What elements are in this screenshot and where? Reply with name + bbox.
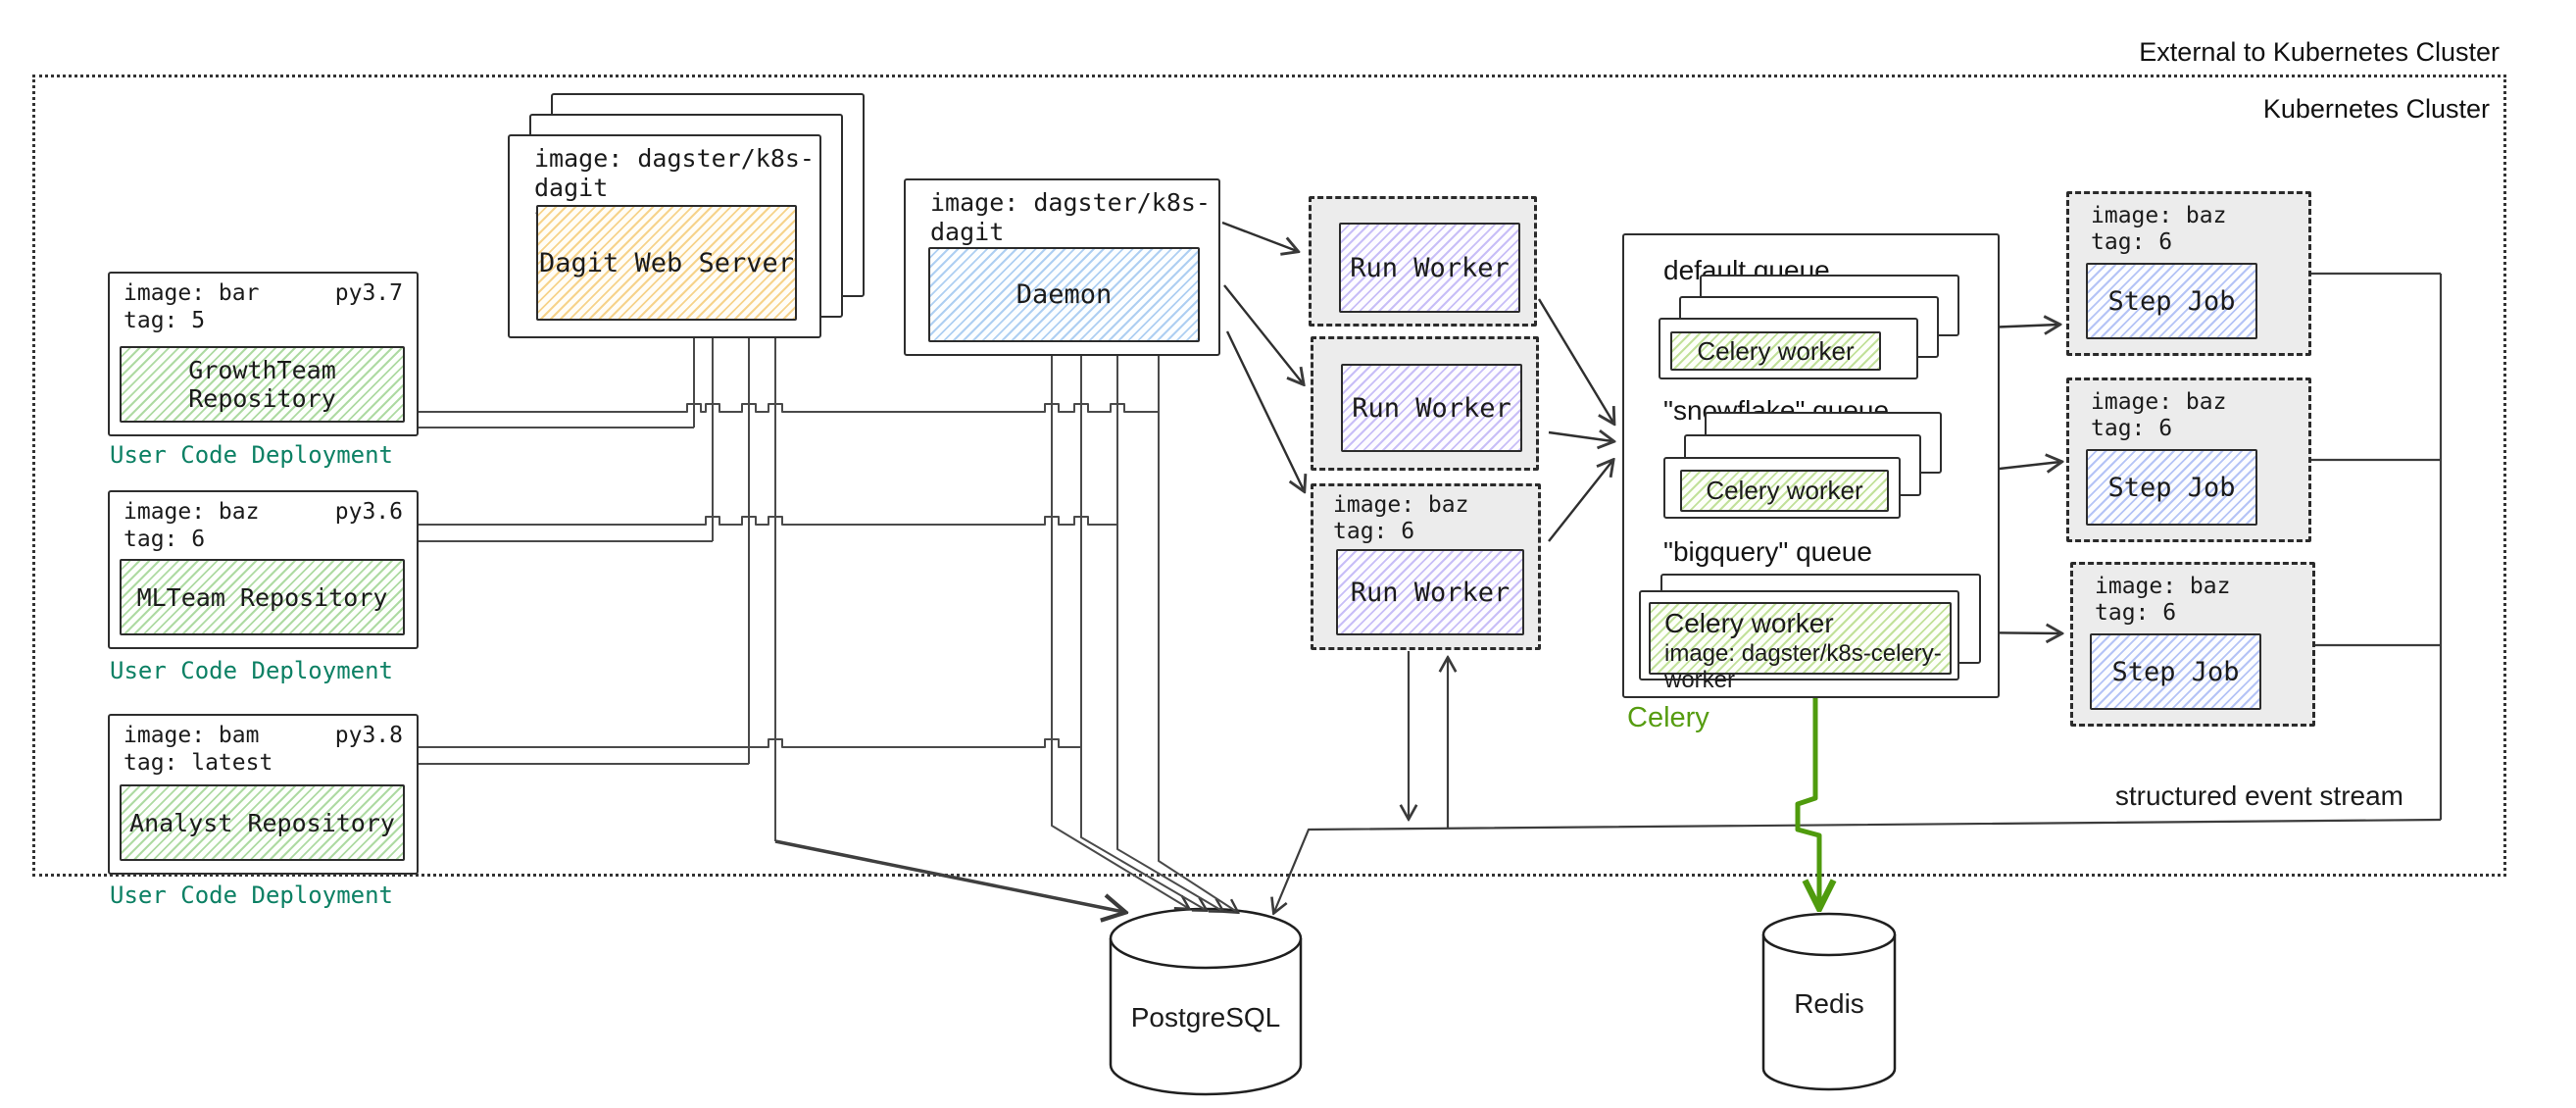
- repo-name-analyst: Analyst Repository: [120, 784, 405, 861]
- run-worker-tag-label: tag: 6: [1333, 519, 1415, 544]
- run-worker-3: Run Worker: [1336, 549, 1524, 635]
- repo-python-label: py3.6: [334, 499, 403, 525]
- structured-event-stream-label: structured event stream: [2114, 781, 2403, 811]
- dagit-box: image: dagster/k8s-dagit tag: 0.11.0 Dag…: [508, 134, 821, 338]
- step-job-1: Step Job: [2086, 263, 2257, 339]
- celery-worker-box: Celery worker: [1659, 318, 1918, 379]
- step-job-image-label: image: baz: [2091, 389, 2227, 415]
- repo-header: image: bar py3.7 tag: 5: [124, 279, 403, 334]
- redis-label: Redis: [1794, 988, 1864, 1019]
- run-worker-3-header: image: baz tag: 6: [1333, 492, 1468, 545]
- repo-python-label: py3.8: [334, 723, 403, 748]
- repo-image-label: image: bam: [124, 723, 260, 748]
- repo-name-growthteam: GrowthTeam Repository: [120, 346, 405, 423]
- step-job-image-label: image: baz: [2095, 574, 2231, 599]
- bigquery-queue-label: "bigquery" queue: [1663, 536, 1872, 567]
- run-worker-1: Run Worker: [1339, 223, 1520, 313]
- step-job-pod-1: image: baz tag: 6 Step Job: [2066, 191, 2311, 356]
- repo-header: image: baz py3.6 tag: 6: [124, 498, 403, 553]
- default-queue-stack: Celery worker: [1659, 275, 1959, 379]
- bigquery-queue-stack: Celery worker image: dagster/k8s-celery-…: [1639, 574, 1981, 693]
- daemon: Daemon: [928, 247, 1200, 342]
- step-job-pod-2: image: baz tag: 6 Step Job: [2066, 378, 2311, 542]
- repo-image-label: image: baz: [124, 499, 260, 525]
- repo-python-label: py3.7: [334, 280, 403, 306]
- repo-image-label: image: bar: [124, 280, 260, 306]
- snowflake-queue-stack: Celery worker: [1663, 412, 1942, 519]
- daemon-box: image: dagster/k8s-dagit tag: 0.11.0 Dae…: [904, 178, 1220, 356]
- dagit-web-server: Dagit Web Server: [536, 205, 797, 321]
- kubernetes-cluster-boundary: [32, 75, 2506, 877]
- run-worker-pod-3: image: baz tag: 6 Run Worker: [1311, 483, 1541, 650]
- run-worker-image-label: image: baz: [1333, 492, 1469, 518]
- step-job-tag-label: tag: 6: [2095, 600, 2177, 626]
- celery-caption: Celery: [1627, 702, 1709, 733]
- celery-worker-default: Celery worker: [1670, 331, 1881, 371]
- step-job-image-label: image: baz: [2091, 203, 2227, 228]
- repo-tag-label: tag: 5: [124, 308, 206, 333]
- dagit-stack: image: dagster/k8s-dagit tag: 0.11.0 Dag…: [508, 93, 865, 338]
- repo-box-analyst: image: bam py3.8 tag: latest Analyst Rep…: [108, 714, 419, 875]
- step-job-tag-label: tag: 6: [2091, 416, 2173, 441]
- repo-header: image: bam py3.8 tag: latest: [124, 722, 403, 777]
- repo-box-mlteam: image: baz py3.6 tag: 6 MLTeam Repositor…: [108, 490, 419, 649]
- user-code-deployment-caption-3: User Code Deployment: [110, 881, 393, 909]
- run-worker-pod-1: Run Worker: [1309, 196, 1537, 327]
- daemon-image-label: image: dagster/k8s-dagit: [930, 188, 1211, 246]
- run-worker-pod-2: Run Worker: [1311, 336, 1539, 471]
- celery-worker-name: Celery worker: [1664, 608, 1834, 638]
- step-job-tag-label: tag: 6: [2091, 229, 2173, 255]
- step-job-3: Step Job: [2090, 633, 2261, 710]
- celery-container: default queue Celery worker "snowflake" …: [1622, 233, 2000, 698]
- step-job-2: Step Job: [2086, 449, 2257, 526]
- celery-worker-snowflake: Celery worker: [1680, 470, 1889, 512]
- repo-tag-label: tag: 6: [124, 527, 206, 552]
- user-code-deployment-caption-2: User Code Deployment: [110, 657, 393, 684]
- postgres-label: PostgreSQL: [1130, 1002, 1281, 1032]
- kubernetes-cluster-label: Kubernetes Cluster: [2262, 94, 2490, 124]
- step-job-header: image: baz tag: 6: [2095, 574, 2230, 627]
- repo-box-growthteam: image: bar py3.7 tag: 5 GrowthTeam Repos…: [108, 272, 419, 436]
- celery-worker-box: Celery worker image: dagster/k8s-celery-…: [1639, 590, 1959, 693]
- celery-worker-image-label: image: dagster/k8s-celery-worker: [1664, 640, 1942, 693]
- external-cluster-label: External to Kubernetes Cluster: [2139, 37, 2500, 67]
- repo-name-mlteam: MLTeam Repository: [120, 559, 405, 635]
- run-worker-2: Run Worker: [1341, 364, 1522, 452]
- step-job-header: image: baz tag: 6: [2091, 389, 2226, 442]
- celery-worker-bigquery: Celery worker image: dagster/k8s-celery-…: [1649, 602, 1952, 693]
- step-job-pod-3: image: baz tag: 6 Step Job: [2070, 562, 2315, 727]
- user-code-deployment-caption-1: User Code Deployment: [110, 441, 393, 469]
- dagit-image-label: image: dagster/k8s-dagit: [534, 144, 815, 202]
- repo-tag-label: tag: latest: [124, 750, 273, 776]
- celery-worker-box: Celery worker: [1663, 457, 1901, 519]
- step-job-header: image: baz tag: 6: [2091, 203, 2226, 256]
